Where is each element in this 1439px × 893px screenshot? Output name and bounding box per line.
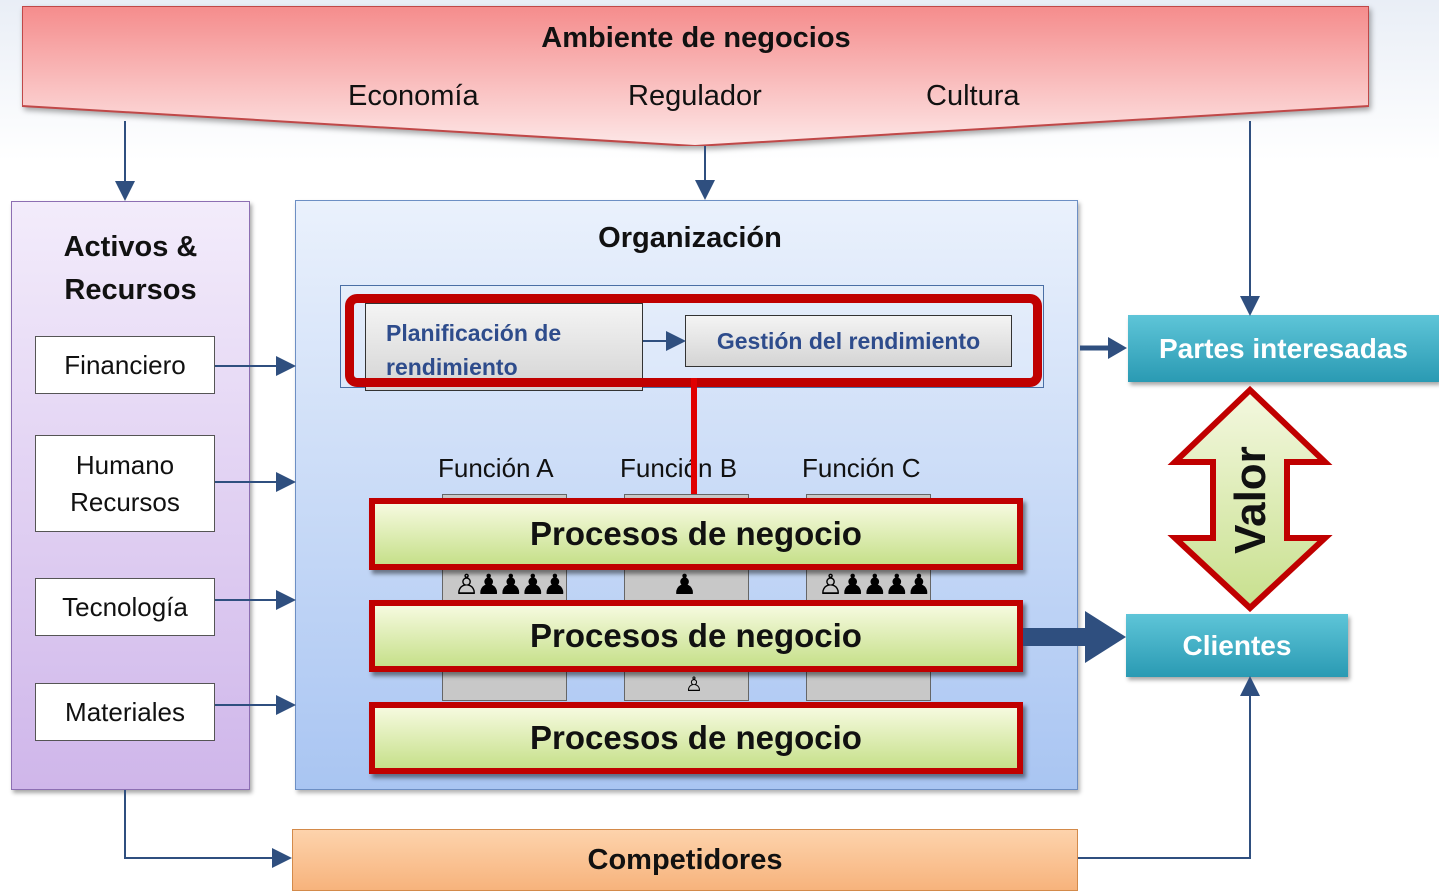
value-label: Valor [1226,446,1275,554]
performance-management-box: Gestión del rendimiento [685,315,1012,367]
performance-planning-box: Planificación de rendimiento [365,303,643,391]
function-a-people-icon: ♙♟♟♟♟ [454,569,568,600]
customers-box: Clientes [1126,614,1348,677]
resources-label: Recursos [70,486,180,517]
function-c-label: Función C [802,453,921,483]
human-resources-box: Humano Recursos [35,435,215,532]
assets-to-competitors-arrow [124,790,292,868]
business-environment-title: Ambiente de negocios [541,22,851,54]
function-b-people-icon: ♟ [672,569,697,600]
assets-title-line2: Recursos [64,274,197,306]
competitors-box: Competidores [292,829,1078,891]
competitors-to-customers-arrow [1078,676,1260,859]
economy-label: Economía [348,80,479,112]
function-b-label: Función B [620,453,738,483]
financial-label: Financiero [64,349,186,380]
assets-resources-title: Activos & Recursos [11,226,250,312]
organization-to-stakeholders-arrowhead [1108,337,1127,359]
business-process-1: Procesos de negocio [369,498,1023,570]
regulator-label: Regulador [628,80,762,112]
assets-title-line1: Activos & [63,231,198,263]
business-environment-banner [22,6,1369,146]
culture-label: Cultura [926,80,1020,112]
materials-label: Materiales [65,696,185,727]
stakeholders-box: Partes interesadas [1128,315,1439,382]
organization-title: Organización [598,222,782,254]
materials-resource-box: Materiales [35,683,215,741]
human-label: Humano [75,449,175,480]
function-c-people-icon: ♙♟♟♟♟ [818,569,932,600]
business-process-2: Procesos de negocio [369,600,1023,672]
processes-to-customers-arrowhead [1085,611,1126,663]
technology-resource-box: Tecnología [35,578,215,636]
performance-highlight-frame [345,294,1042,387]
planning-line2: rendimiento [386,354,518,380]
function-b-person-icon: ♙ [685,674,703,696]
technology-label: Tecnología [62,591,188,622]
function-a-label: Función A [438,453,554,483]
business-process-3: Procesos de negocio [369,702,1023,774]
financial-resource-box: Financiero [35,336,215,394]
planning-line1: Planificación de [386,320,562,346]
